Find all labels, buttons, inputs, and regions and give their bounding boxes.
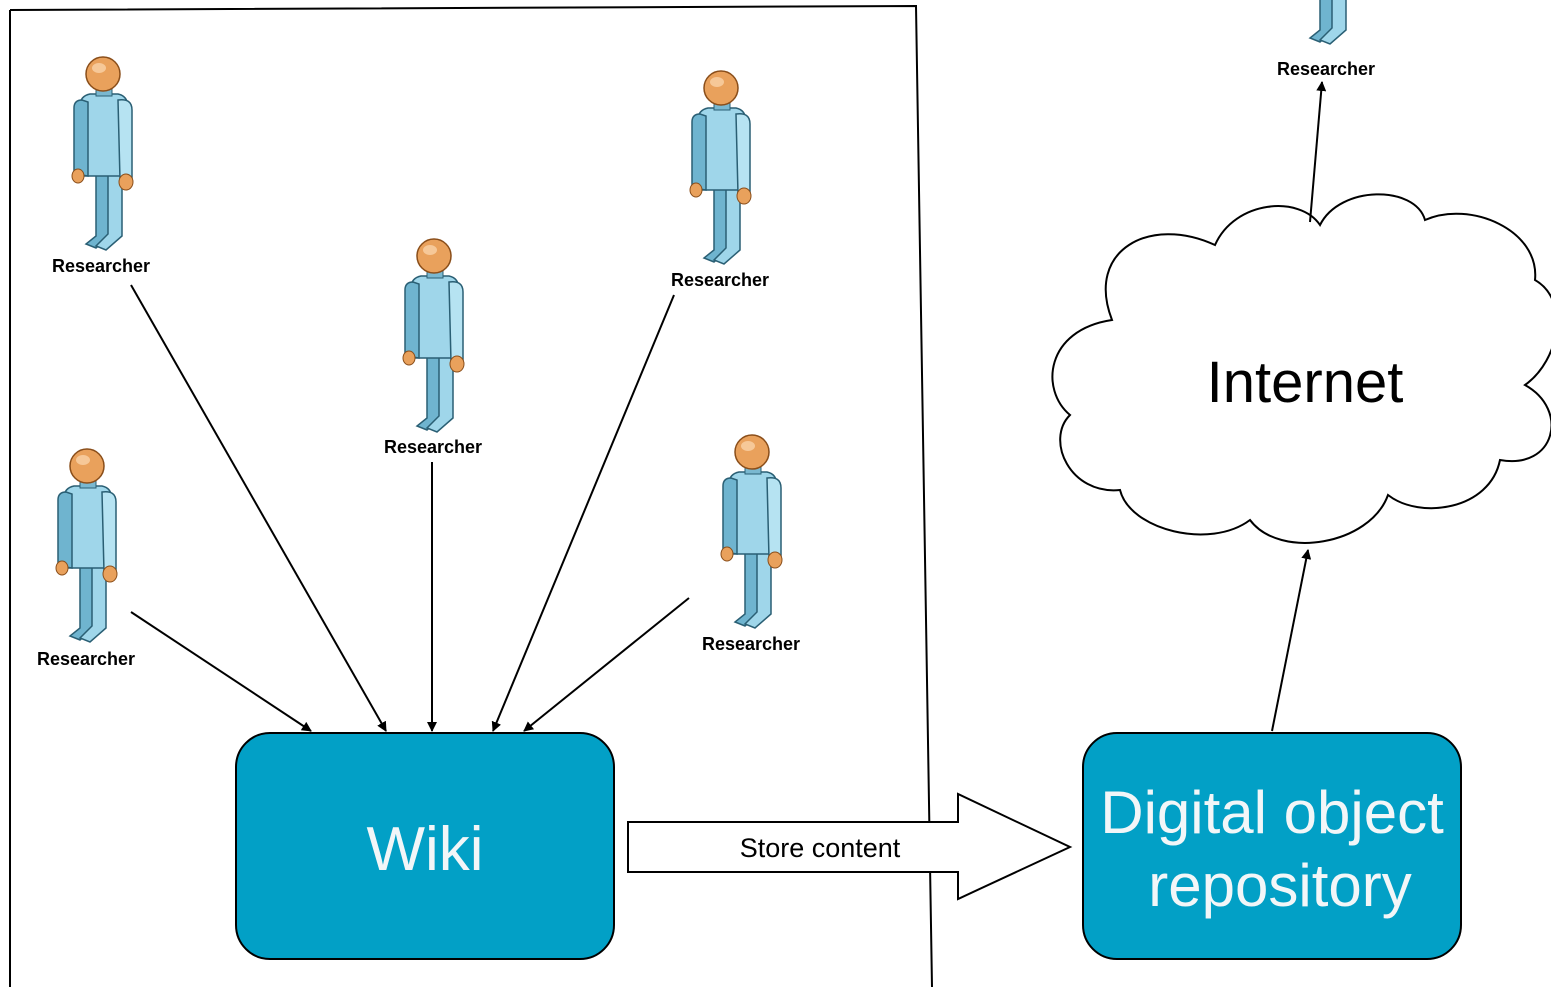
wiki-box: Wiki bbox=[235, 732, 615, 960]
cloud-icon: Internet bbox=[1051, 193, 1551, 544]
repository-box: Digital object repository bbox=[1082, 732, 1462, 960]
researcher-label: Researcher bbox=[384, 437, 482, 457]
arrow-internet-researcher6 bbox=[1309, 81, 1327, 223]
arrow-repository-internet bbox=[1271, 549, 1312, 732]
researcher-label: Researcher bbox=[702, 634, 800, 654]
arrow-researcher1-wiki bbox=[130, 284, 387, 732]
researcher-label: Researcher bbox=[1277, 59, 1375, 79]
arrow-researcher5-wiki bbox=[523, 597, 690, 732]
repository-label-line1: Digital object bbox=[1100, 779, 1444, 846]
researcher-1: Researcher bbox=[52, 56, 150, 276]
person-icon bbox=[55, 448, 118, 643]
person-icon bbox=[402, 238, 465, 433]
researcher-3: Researcher bbox=[671, 70, 769, 290]
researcher-label: Researcher bbox=[671, 270, 769, 290]
store-content-arrow: Store content bbox=[627, 792, 1073, 901]
repository-label-line2: repository bbox=[1148, 852, 1411, 919]
researcher-4: Researcher bbox=[37, 448, 135, 669]
researcher-label: Researcher bbox=[52, 256, 150, 276]
researcher-label: Researcher bbox=[37, 649, 135, 669]
internet-label: Internet bbox=[1207, 350, 1404, 415]
wiki-label: Wiki bbox=[366, 815, 483, 884]
person-icon bbox=[71, 56, 134, 251]
person-icon bbox=[720, 434, 783, 629]
researcher-5: Researcher bbox=[702, 434, 800, 654]
frame-border bbox=[9, 4, 933, 987]
researcher-6: Researcher bbox=[1277, 0, 1375, 79]
person-icon bbox=[1296, 0, 1357, 44]
researcher-2: Researcher bbox=[384, 238, 482, 457]
arrow-researcher4-wiki bbox=[130, 611, 312, 732]
person-icon bbox=[689, 70, 752, 265]
store-content-label: Store content bbox=[740, 833, 901, 863]
arrow-researcher3-wiki bbox=[491, 294, 675, 732]
